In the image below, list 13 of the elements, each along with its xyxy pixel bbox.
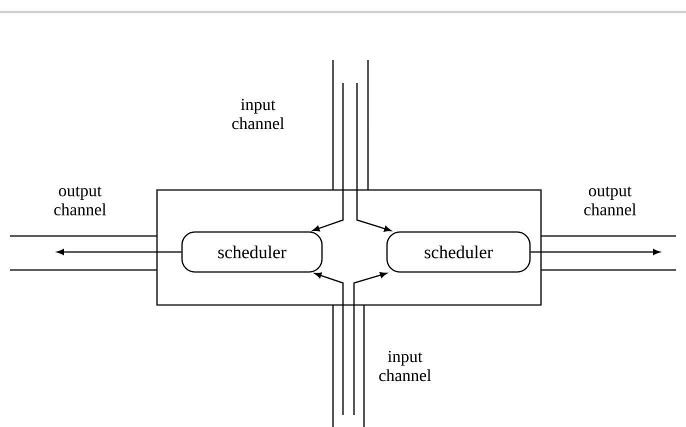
channel-label: output channel <box>584 186 636 216</box>
channel-label: input channel <box>379 350 432 382</box>
channel-label: input channel <box>232 98 284 130</box>
outer-box <box>156 189 542 306</box>
arrow <box>314 272 344 415</box>
arrow <box>530 248 660 255</box>
arrow <box>356 83 392 232</box>
arrow <box>56 248 182 255</box>
scheduler-box: scheduler <box>386 231 531 273</box>
scheduler-box: scheduler <box>181 231 323 273</box>
channel-label: output channel <box>54 186 106 216</box>
arrow <box>353 272 388 415</box>
arrow <box>312 83 344 232</box>
